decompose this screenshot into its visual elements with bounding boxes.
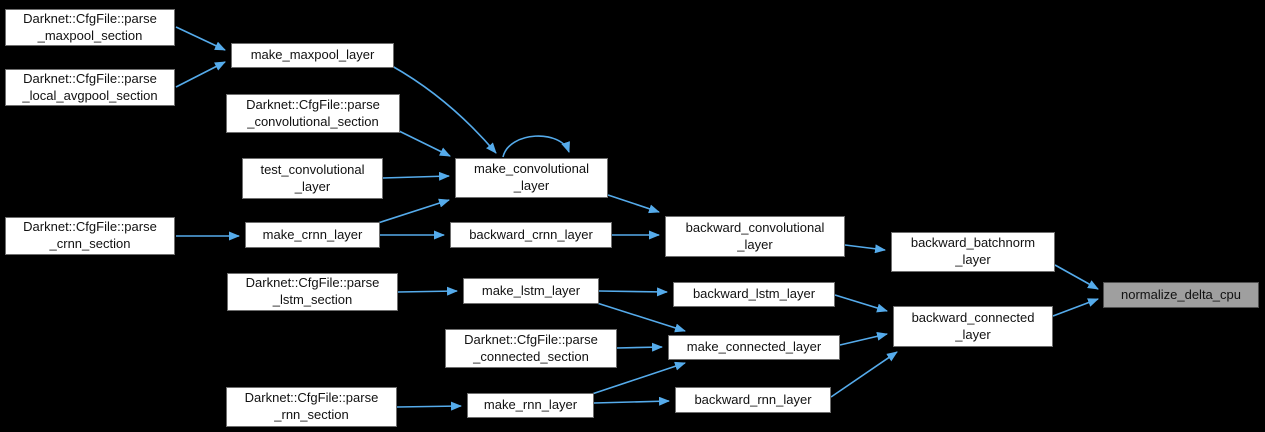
edge-backward-rnn-to-backward-connected — [830, 351, 898, 398]
edge-make-convolutional-self-loop — [502, 135, 570, 158]
edge-parse-rnn-to-make-rnn — [396, 401, 462, 411]
node-backward-crnn-layer[interactable]: backward_crnn_layer — [450, 222, 612, 248]
edge-backward-connected-to-normalize-delta-cpu — [1052, 298, 1099, 317]
edge-backward-lstm-to-backward-connected — [834, 294, 888, 313]
node-normalize-delta-cpu: normalize_delta_cpu — [1103, 282, 1259, 308]
edge-parse-convolutional-to-make-convolutional — [396, 129, 451, 157]
edge-make-convolutional-to-backward-convolutional — [607, 194, 660, 214]
edge-make-rnn-to-make-connected — [591, 361, 686, 395]
node-parse-crnn-section[interactable]: Darknet::CfgFile::parse _crnn_section — [5, 217, 175, 255]
edge-backward-batchnorm-to-normalize-delta-cpu — [1054, 264, 1099, 290]
node-parse-maxpool-section[interactable]: Darknet::CfgFile::parse _maxpool_section — [5, 9, 175, 46]
node-backward-convolutional-layer[interactable]: backward_convolutional _layer — [665, 216, 845, 257]
edge-make-lstm-to-make-connected — [596, 302, 686, 333]
node-make-crnn-layer[interactable]: make_crnn_layer — [245, 222, 380, 248]
edge-parse-connected-to-make-connected — [616, 342, 663, 352]
node-backward-rnn-layer[interactable]: backward_rnn_layer — [675, 387, 831, 413]
edge-make-connected-to-backward-connected — [839, 331, 888, 346]
edge-make-lstm-to-backward-lstm — [598, 287, 668, 297]
edge-test-convolutional-to-make-convolutional — [382, 171, 450, 181]
edge-make-maxpool-to-make-convolutional — [391, 65, 497, 154]
node-make-lstm-layer[interactable]: make_lstm_layer — [463, 278, 599, 304]
node-parse-connected-section[interactable]: Darknet::CfgFile::parse _connected_secti… — [445, 329, 617, 368]
edge-parse-maxpool-to-make-maxpool — [175, 26, 226, 51]
node-make-connected-layer[interactable]: make_connected_layer — [668, 335, 840, 360]
node-make-convolutional-layer[interactable]: make_convolutional _layer — [455, 158, 608, 198]
node-backward-batchnorm-layer[interactable]: backward_batchnorm _layer — [891, 232, 1055, 272]
node-parse-lstm-section[interactable]: Darknet::CfgFile::parse _lstm_section — [227, 273, 398, 311]
node-parse-convolutional-section[interactable]: Darknet::CfgFile::parse _convolutional_s… — [226, 94, 400, 133]
edge-make-rnn-to-backward-rnn — [593, 396, 670, 406]
node-make-rnn-layer[interactable]: make_rnn_layer — [467, 393, 594, 418]
node-backward-lstm-layer[interactable]: backward_lstm_layer — [673, 282, 835, 307]
edge-parse-local-avgpool-to-make-maxpool — [175, 61, 226, 88]
edge-make-crnn-to-make-convolutional — [377, 198, 450, 224]
node-parse-local-avgpool-section[interactable]: Darknet::CfgFile::parse _local_avgpool_s… — [5, 69, 175, 106]
node-backward-connected-layer[interactable]: backward_connected _layer — [893, 306, 1053, 347]
node-make-maxpool-layer[interactable]: make_maxpool_layer — [231, 43, 394, 68]
edge-parse-lstm-to-make-lstm — [397, 286, 458, 296]
node-parse-rnn-section[interactable]: Darknet::CfgFile::parse _rnn_section — [226, 387, 397, 427]
node-test-convolutional-layer[interactable]: test_convolutional _layer — [242, 158, 383, 199]
edge-backward-convolutional-to-backward-batchnorm — [844, 244, 886, 254]
